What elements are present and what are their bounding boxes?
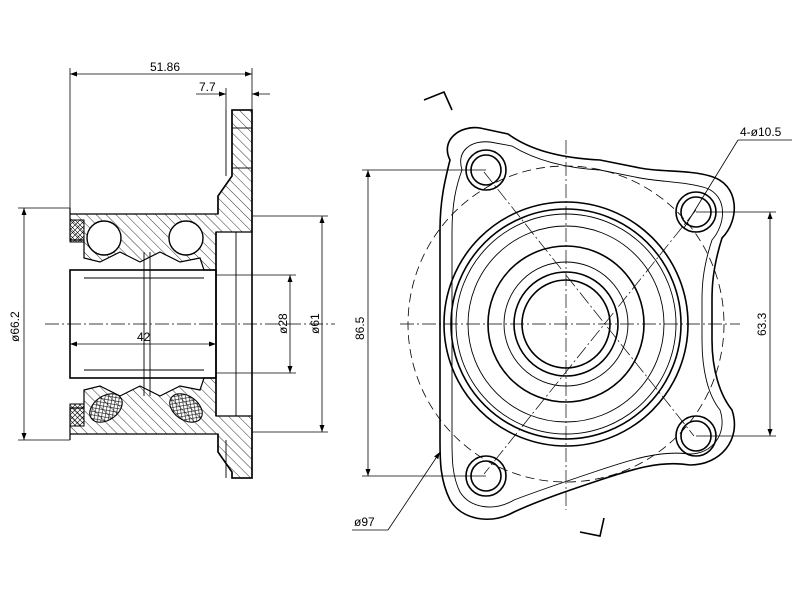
- cage-lower-right: [169, 393, 203, 423]
- seal-upper: [69, 219, 85, 243]
- front-view: [400, 90, 740, 537]
- front-flange-outline: [439, 126, 736, 520]
- front-dimensions: 86.5 63.3 4-ø10.5 ø97: [352, 125, 792, 531]
- front-diagonal-2: [483, 209, 697, 475]
- flange-bolt-hole: [231, 127, 253, 169]
- section-marker-top: [423, 90, 453, 111]
- leader-bolt-circle: [387, 451, 441, 531]
- label-pilot-diameter: ø61: [308, 313, 322, 334]
- section-view: [45, 109, 335, 479]
- seal-lower: [69, 403, 85, 427]
- front-flange-inner: [451, 141, 723, 508]
- label-bearing-width: 42: [137, 330, 151, 344]
- hub-flange-outline: [217, 109, 253, 479]
- label-bore-diameter: ø28: [276, 313, 290, 334]
- label-bolt-span-horizontal: 63.3: [755, 312, 769, 336]
- label-outer-diameter: ø66.2: [8, 311, 22, 342]
- label-bolt-holes: 4-ø10.5: [740, 125, 782, 139]
- label-flange-thickness: 7.7: [199, 80, 216, 94]
- front-diagonal-1: [483, 171, 695, 437]
- lower-outer-ring: [69, 377, 253, 479]
- ball-upper-left: [86, 220, 122, 256]
- label-bolt-span-vertical: 86.5: [353, 316, 367, 340]
- label-bolt-circle: ø97: [354, 515, 375, 529]
- section-marker-bottom: [579, 517, 605, 537]
- label-overall-width: 51.86: [150, 60, 180, 74]
- cage-lower-left: [89, 393, 123, 423]
- leader-bolt-holes: [683, 139, 739, 229]
- ball-upper-right: [168, 220, 204, 256]
- section-dimensions: 51.86 7.7 ø66.2 ø28 ø61 42: [8, 60, 328, 441]
